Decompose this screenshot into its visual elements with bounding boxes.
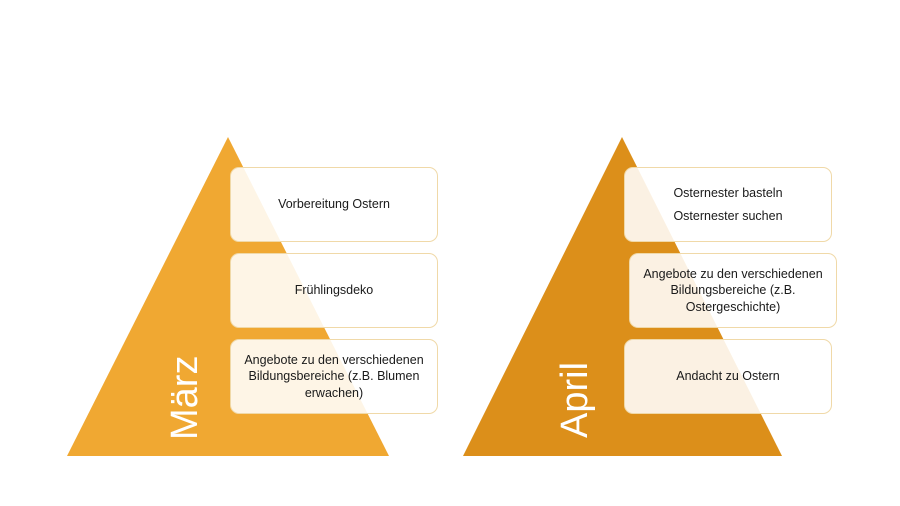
april-label: April [554,361,596,438]
maerz-item-3-line-2: Bildungsbereiche (z.B. Blumen [248,369,420,384]
maerz-item-2-text: Frühlingsdeko [294,283,374,298]
april-item-2-line-1: Angebote zu den verschiedenen [643,267,823,282]
maerz-item-3-line-3: erwachen) [304,385,364,400]
april-item-2-line-2: Bildungsbereiche (z.B. [670,283,796,298]
april-item-2: Angebote zu den verschiedenen Bildungsbe… [629,253,837,328]
april-item-2-line-3: Ostergeschichte) [685,299,781,314]
maerz-item-3-line-1: Angebote zu den verschiedenen [244,353,424,368]
maerz-item-1: Vorbereitung Ostern [230,167,438,242]
maerz-item-1-text: Vorbereitung Ostern [278,197,390,212]
maerz-label: März [164,355,206,440]
april-item-3: Andacht zu Ostern [624,339,832,414]
april-item-1-line-1: Osternester basteln [673,186,783,201]
april-item-3-text: Andacht zu Ostern [676,369,780,384]
april-item-1: Osternester basteln Osternester suchen [624,167,832,242]
april-item-1-line-2: Osternester suchen [673,208,783,223]
maerz-item-2: Frühlingsdeko [230,253,438,328]
maerz-item-3: Angebote zu den verschiedenen Bildungsbe… [230,339,438,414]
